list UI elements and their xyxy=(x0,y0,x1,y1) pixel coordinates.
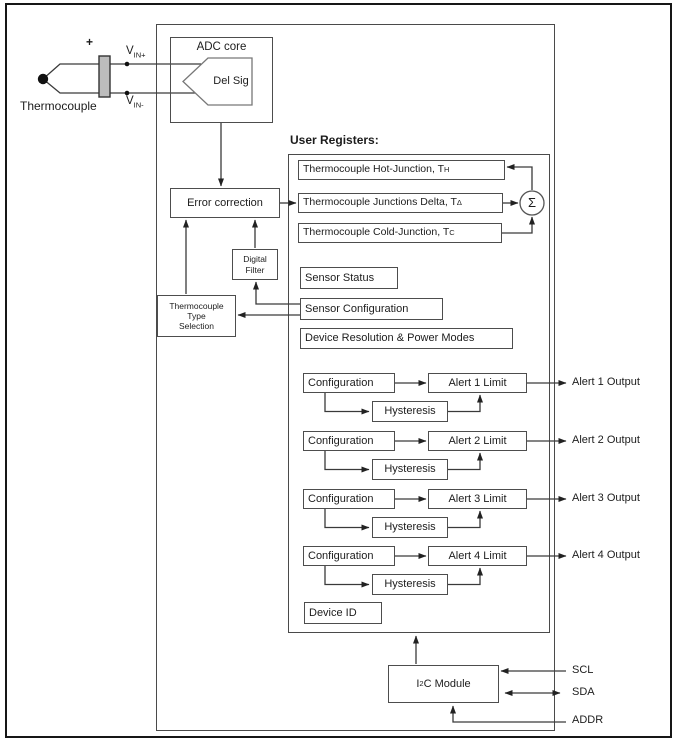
del-sig-label: Del Sig xyxy=(213,75,249,87)
thermocouple-connector-bar xyxy=(98,55,111,98)
alert3-output-label: Alert 3 Output xyxy=(572,492,640,504)
cold-junction-label: Thermocouple Cold-Junction, T xyxy=(303,226,450,239)
alert3-hysteresis-to-limit-arrow xyxy=(448,510,483,529)
alert3-configuration-box: Configuration xyxy=(303,489,395,509)
i2c-label-post: C Module xyxy=(423,677,471,690)
alert2-hysteresis-box: Hysteresis xyxy=(372,459,448,480)
adc-core-box: ADC core xyxy=(170,37,273,123)
alert1-config-to-hysteresis-arrow xyxy=(324,393,370,415)
vin-plus-sub: IN+ xyxy=(133,50,146,60)
alert2-config-to-hysteresis-arrow xyxy=(324,451,370,473)
alert3-hysteresis-box: Hysteresis xyxy=(372,517,448,538)
vin-plus-node-dot xyxy=(124,61,130,67)
alert1-hysteresis-to-limit-arrow xyxy=(448,394,483,413)
alert2-limit-box: Alert 2 Limit xyxy=(428,431,527,451)
thermocouple-lead-negative xyxy=(42,78,195,94)
thermocouple-junction-dot xyxy=(37,73,49,85)
thermocouple-label: Thermocouple xyxy=(20,99,97,113)
alert1-hysteresis-box: Hysteresis xyxy=(372,401,448,422)
user-registers-title: User Registers: xyxy=(290,133,379,147)
junctions-delta-label: Thermocouple Junctions Delta, T xyxy=(303,196,457,209)
i2c-label-pre: I xyxy=(416,677,420,690)
scl-pin-label: SCL xyxy=(572,664,594,676)
digital-filter-box: Digital Filter xyxy=(232,249,278,280)
alert2-output-label: Alert 2 Output xyxy=(572,434,640,446)
alert1-configuration-box: Configuration xyxy=(303,373,395,393)
sensor-config-to-digital-filter-arrow xyxy=(253,281,301,305)
vin-minus-sub: IN- xyxy=(133,100,144,110)
alert1-limit-box: Alert 1 Limit xyxy=(428,373,527,393)
alert3-limit-box: Alert 3 Limit xyxy=(428,489,527,509)
sigma-to-hot-junction-arrow xyxy=(506,164,533,190)
cold-junction-to-sigma-arrow xyxy=(502,216,535,234)
addr-input-arrow xyxy=(450,705,566,723)
hot-junction-label: Thermocouple Hot-Junction, T xyxy=(303,163,445,176)
thermocouple-type-selection-box: Thermocouple Type Selection xyxy=(157,295,236,337)
vin-plus-base: V xyxy=(126,45,134,57)
sigma-symbol: Σ xyxy=(527,195,537,210)
sensor-configuration-register: Sensor Configuration xyxy=(300,298,443,320)
alert4-limit-box: Alert 4 Limit xyxy=(428,546,527,566)
alert3-config-to-hysteresis-arrow xyxy=(324,509,370,531)
device-boundary-box xyxy=(156,24,555,731)
sigma-node-circle xyxy=(519,190,545,216)
sda-pin-label: SDA xyxy=(572,686,595,698)
addr-pin-label: ADDR xyxy=(572,714,604,726)
sensor-status-register: Sensor Status xyxy=(300,267,398,289)
vin-minus-base: V xyxy=(126,95,134,107)
vin-minus-node-dot xyxy=(124,90,130,96)
alert2-configuration-box: Configuration xyxy=(303,431,395,451)
polarity-plus-label: + xyxy=(86,35,94,49)
alert4-configuration-box: Configuration xyxy=(303,546,395,566)
vin-minus-label: VIN- xyxy=(126,95,144,110)
user-registers-box xyxy=(288,154,550,633)
vin-plus-label: VIN+ xyxy=(126,45,146,60)
device-id-register: Device ID xyxy=(304,602,382,624)
alert4-hysteresis-box: Hysteresis xyxy=(372,574,448,595)
adc-core-title: ADC core xyxy=(196,41,247,53)
alert4-output-label: Alert 4 Output xyxy=(572,549,640,561)
figure-border xyxy=(5,3,672,738)
device-resolution-register: Device Resolution & Power Modes xyxy=(300,328,513,349)
delta-sigma-pentagon xyxy=(182,57,253,106)
alert2-hysteresis-to-limit-arrow xyxy=(448,452,483,471)
alert4-hysteresis-to-limit-arrow xyxy=(448,567,483,586)
thermocouple-lead-positive xyxy=(42,63,201,80)
alert4-config-to-hysteresis-arrow xyxy=(324,566,370,588)
error-correction-box: Error correction xyxy=(170,188,280,218)
alert1-output-label: Alert 1 Output xyxy=(572,376,640,388)
